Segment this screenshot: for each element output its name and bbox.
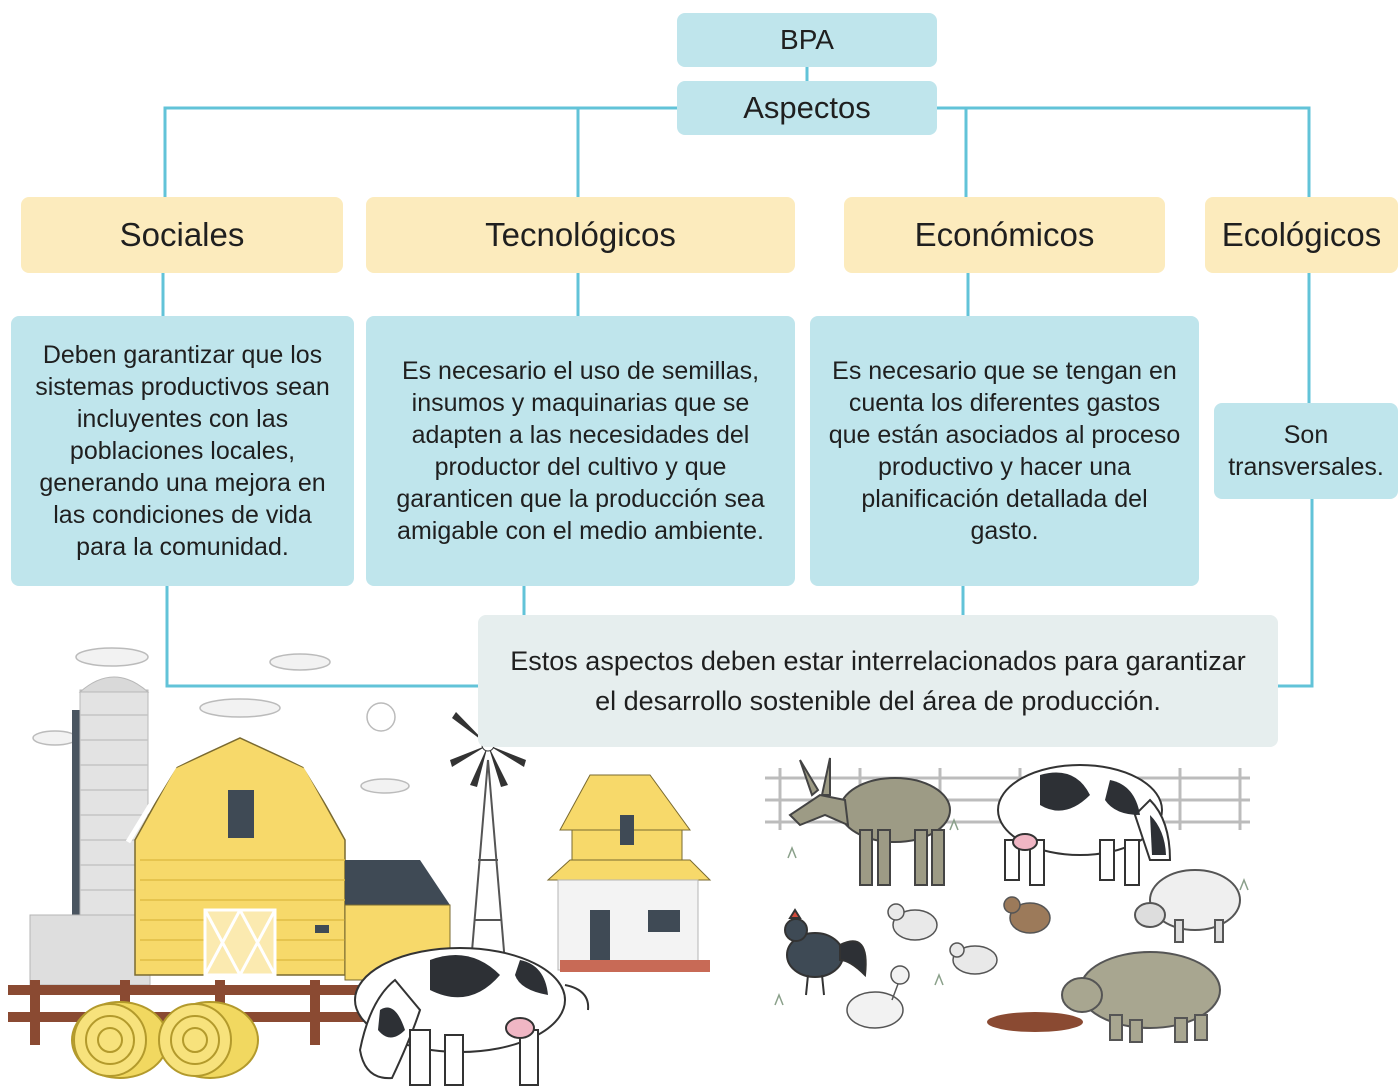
aspect-description-tecnologicos: Es necesario el uso de semillas, insumos… xyxy=(366,316,795,586)
aspects-node: Aspectos xyxy=(677,81,937,135)
aspect-description: Es necesario el uso de semillas, insumos… xyxy=(396,357,765,545)
conclusion-box: Estos aspectos deben estar interrelacion… xyxy=(478,615,1278,747)
aspect-title: Sociales xyxy=(119,216,245,253)
aspect-header-ecologicos: Ecológicos xyxy=(1205,197,1398,273)
aspect-title: Tecnológicos xyxy=(485,216,676,253)
aspect-header-tecnologicos: Tecnológicos xyxy=(366,197,795,273)
aspect-title: Ecológicos xyxy=(1221,216,1382,253)
aspect-description-ecologicos: Son transversales. xyxy=(1214,403,1398,499)
aspect-header-economicos: Económicos xyxy=(844,197,1165,273)
aspects-label: Aspectos xyxy=(743,90,871,125)
root-label: BPA xyxy=(780,24,834,55)
aspect-description-sociales: Deben garantizar que los sistemas produc… xyxy=(11,316,354,586)
aspect-header-sociales: Sociales xyxy=(21,197,343,273)
root-node: BPA xyxy=(677,13,937,67)
aspect-title: Económicos xyxy=(914,216,1095,253)
aspect-description-economicos: Es necesario que se tengan en cuenta los… xyxy=(810,316,1199,586)
conclusion-text: Estos aspectos deben estar interrelacion… xyxy=(510,646,1246,716)
aspect-description: Deben garantizar que los sistemas produc… xyxy=(35,341,330,561)
aspect-description: Es necesario que se tengan en cuenta los… xyxy=(828,357,1181,545)
aspect-description: Son transversales. xyxy=(1228,421,1384,481)
